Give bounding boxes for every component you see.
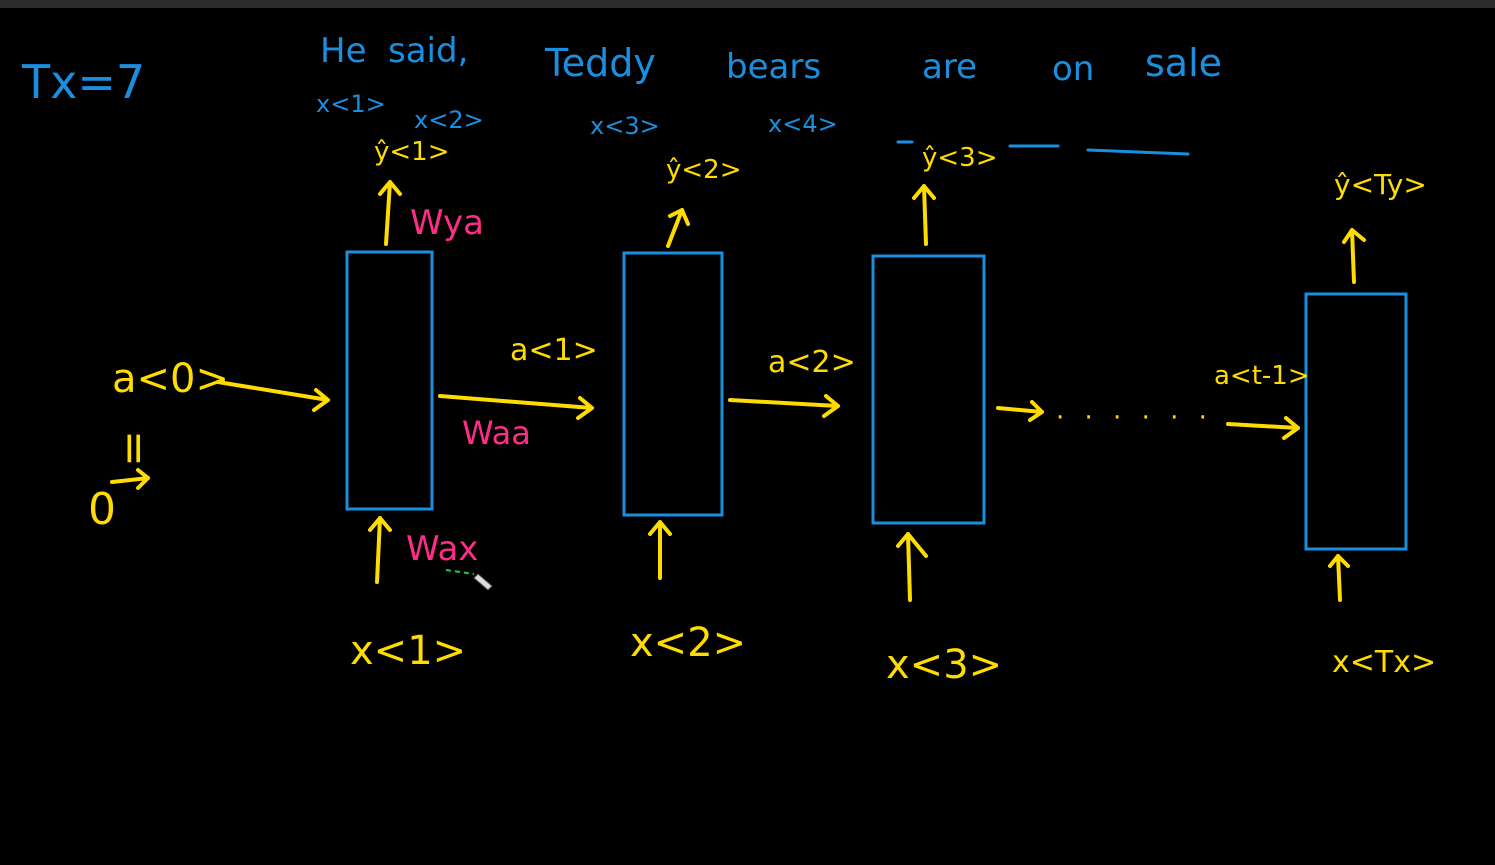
sentence-word-5: are	[922, 47, 977, 87]
input-label-last: x<Tx>	[1332, 645, 1436, 680]
activation-arrow-last	[1226, 416, 1300, 440]
sentence-word-2: said,	[388, 31, 468, 71]
weight-waa: Waa	[462, 414, 531, 452]
input-arrow-2	[648, 520, 672, 580]
output-arrow-2	[666, 208, 690, 248]
window-top-bar	[0, 0, 1495, 8]
activation-arrow-1	[438, 394, 594, 420]
rnn-cell-3	[871, 254, 986, 525]
sentence-word-7: sale	[1145, 41, 1222, 85]
equals-sign: =	[109, 430, 160, 467]
weight-wax: Wax	[406, 529, 478, 569]
input-label-3: x<3>	[886, 642, 1002, 688]
rnn-cell-2	[622, 251, 724, 517]
activation-arrow-0	[216, 380, 330, 412]
input-label-2: x<2>	[630, 620, 746, 666]
activation-label-last: a<t-1>	[1214, 361, 1310, 391]
word-index-3: x<3>	[590, 112, 660, 140]
input-arrow-3	[896, 532, 928, 602]
tx-label: Tx=7	[21, 55, 145, 109]
input-arrow-1	[368, 516, 392, 584]
activation-arrow-2	[728, 394, 840, 418]
ellipsis: · · · · · ·	[1056, 403, 1213, 433]
weight-wya: Wya	[410, 203, 484, 243]
output-label-1: ŷ<1>	[374, 137, 450, 167]
rnn-cell-last	[1304, 292, 1408, 551]
output-arrow-1	[378, 180, 402, 246]
output-label-2: ŷ<2>	[666, 155, 742, 185]
word-index-1: x<1>	[316, 90, 386, 118]
word-index-4: x<4>	[768, 110, 838, 138]
pen-cursor-icon	[445, 569, 493, 591]
output-arrow-3	[912, 184, 936, 246]
activation-label-2: a<2>	[768, 345, 856, 380]
activation-label-1: a<1>	[510, 333, 598, 368]
input-label-1: x<1>	[350, 628, 466, 674]
output-label-last: ŷ<Ty>	[1334, 168, 1427, 201]
sentence-word-1: He	[320, 31, 366, 71]
activation-arrow-3	[996, 400, 1044, 422]
word-index-2: x<2>	[414, 106, 484, 134]
output-label-3: ŷ<3>	[922, 143, 998, 173]
output-arrow-last	[1342, 228, 1366, 284]
initial-activation-label: a<0>	[112, 356, 229, 402]
zero-vector: 0	[88, 484, 116, 535]
dash-right	[1086, 148, 1190, 156]
input-arrow-last	[1328, 554, 1350, 602]
sentence-word-4: bears	[726, 47, 821, 87]
sentence-word-3: Teddy	[544, 41, 656, 85]
rnn-cell-1	[345, 250, 434, 511]
zero-vector-arrow	[110, 468, 150, 490]
sentence-word-6: on	[1052, 49, 1094, 89]
